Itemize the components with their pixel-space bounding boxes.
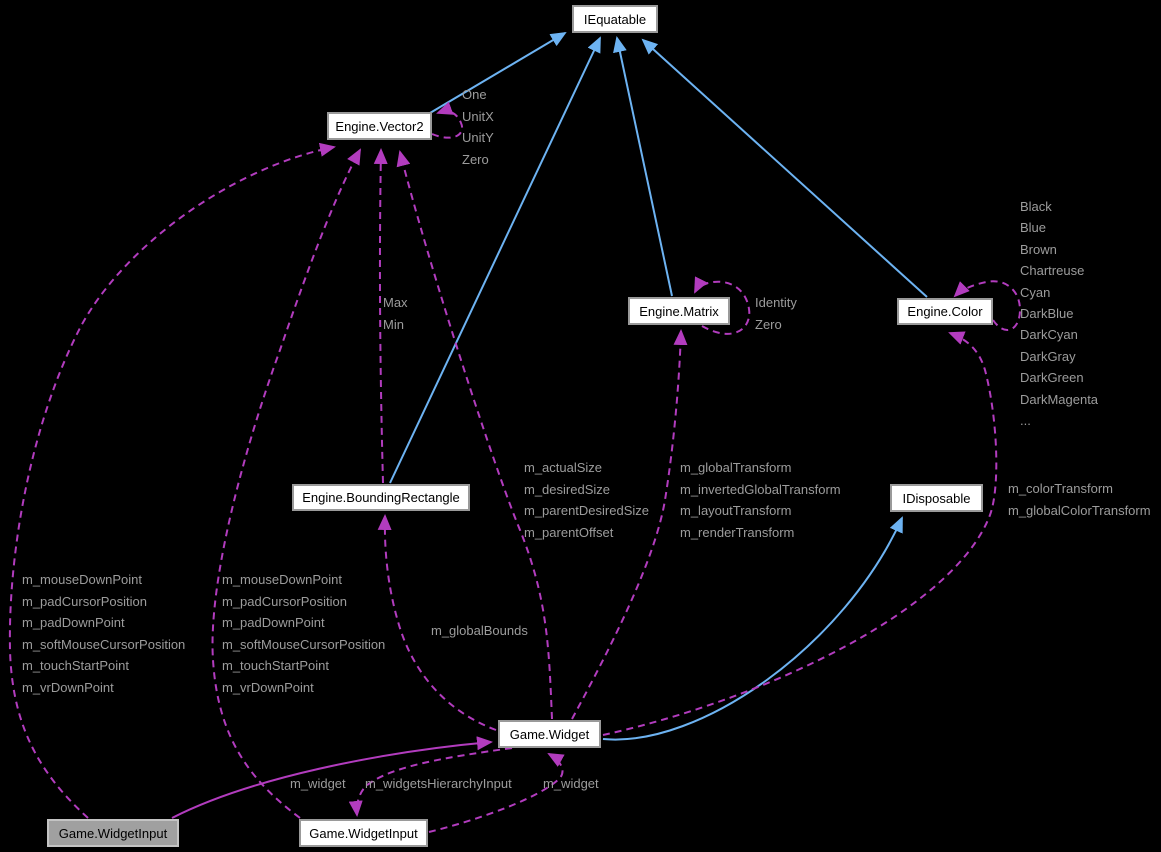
node-game-widget[interactable]: Game.Widget: [498, 720, 601, 748]
edge-label: Zero: [462, 151, 489, 167]
edge-label: m_padDownPoint: [222, 615, 325, 630]
edge-label-widget-member-right: m_widget: [543, 776, 599, 791]
node-game-widgetinput-current: Game.WidgetInput: [47, 819, 179, 847]
edge-label: m_layoutTransform: [680, 503, 792, 518]
edge-vector2-self-loop: [431, 101, 464, 139]
node-engine-vector2[interactable]: Engine.Vector2: [327, 112, 432, 140]
node-engine-matrix[interactable]: Engine.Matrix: [628, 297, 730, 325]
edge-label: m_globalColorTransform: [1008, 502, 1151, 518]
edge-label: m_touchStartPoint: [22, 658, 129, 673]
node-iequatable[interactable]: IEquatable: [572, 5, 658, 33]
edge-labels-widgetinput-points: m_mouseDownPoint m_padCursorPosition m_pad…: [222, 569, 385, 698]
edge-widget-to-boundingrectangle: [377, 514, 497, 731]
edge-label: m_mouseDownPoint: [222, 572, 342, 587]
edge-widgetinput-to-widget: [428, 753, 565, 833]
edge-label: ...: [1020, 412, 1031, 428]
edge-widget-to-widgetinput: [348, 747, 513, 817]
edge-labels-widget-transform-members: m_globalTransform m_invertedGlobalTransfo…: [680, 457, 841, 543]
edge-label: Blue: [1020, 220, 1047, 236]
edge-widget-to-color: [602, 331, 998, 736]
edge-matrix-to-iequatable: [613, 36, 673, 297]
edge-widget-to-matrix: [571, 329, 688, 720]
edge-label: m_vrDownPoint: [222, 679, 314, 695]
edge-label: Chartreuse: [1020, 263, 1085, 279]
edge-matrix-self-loop: [694, 276, 751, 335]
edge-labels-widget-color-members: m_colorTransform m_globalColorTransform: [1008, 478, 1151, 521]
edge-label: Black: [1020, 199, 1052, 214]
edge-label: Cyan: [1020, 284, 1051, 300]
edge-label: Identity: [755, 295, 797, 310]
edge-widgetinput-current-to-widget: [171, 736, 493, 819]
edge-label: m_globalTransform: [680, 460, 792, 475]
edge-label: m_parentDesiredSize: [524, 503, 650, 518]
edge-label: m_invertedGlobalTransform: [680, 481, 841, 497]
edge-label: Max: [383, 295, 408, 310]
edge-label: One: [462, 87, 487, 102]
edge-label: UnitY: [462, 130, 494, 145]
edge-label-widget-member-left: m_widget: [290, 776, 346, 791]
edge-label: m_touchStartPoint: [222, 658, 329, 673]
edge-label: Brown: [1020, 241, 1057, 257]
node-engine-color[interactable]: Engine.Color: [897, 298, 993, 325]
edge-label: Zero: [755, 316, 782, 332]
edge-color-to-iequatable: [641, 38, 928, 298]
edge-label: m_desiredSize: [524, 481, 610, 497]
edge-label: m_padDownPoint: [22, 615, 125, 630]
edge-labels-widget-size-members: m_actualSize m_desiredSize m_parentDesired…: [524, 457, 649, 543]
edge-widgetinput-current-to-vector2: [8, 142, 336, 819]
edge-label: DarkMagenta: [1020, 391, 1099, 407]
edge-vector2-to-iequatable: [429, 31, 567, 114]
node-game-widgetinput[interactable]: Game.WidgetInput: [299, 819, 428, 847]
edge-label: m_parentOffset: [524, 524, 614, 540]
edge-boundingrectangle-to-vector2: [373, 148, 388, 484]
edge-label: DarkBlue: [1020, 305, 1074, 321]
edge-label: m_vrDownPoint: [22, 679, 114, 695]
edge-label: m_renderTransform: [680, 524, 795, 540]
edge-label: m_softMouseCursorPosition: [22, 636, 186, 652]
edge-label: m_softMouseCursorPosition: [222, 636, 386, 652]
edge-label: m_padCursorPosition: [222, 593, 348, 609]
edge-label: m_mouseDownPoint: [22, 572, 142, 587]
edge-label: m_colorTransform: [1008, 481, 1113, 496]
edge-label-widgets-hierarchy-input: m_widgetsHierarchyInput: [365, 776, 512, 791]
edge-label: DarkGray: [1020, 348, 1076, 364]
edge-label: DarkCyan: [1020, 327, 1078, 343]
edge-boundingrectangle-to-iequatable: [389, 36, 601, 484]
edge-color-self-loop: [953, 280, 1022, 332]
edge-labels-widgetinput-current-points: m_mouseDownPoint m_padCursorPosition m_pad…: [22, 569, 185, 698]
edge-label: m_padCursorPosition: [22, 593, 148, 609]
edge-label: UnitX: [462, 108, 494, 124]
edge-widget-to-idisposable: [602, 516, 903, 741]
edge-label: DarkGreen: [1020, 370, 1084, 386]
edge-widget-to-vector2: [396, 150, 553, 720]
edge-label: m_actualSize: [524, 460, 603, 475]
edge-widgetinput-to-vector2: [211, 148, 361, 819]
edge-label-global-bounds: m_globalBounds: [431, 623, 528, 638]
node-idisposable[interactable]: IDisposable: [890, 484, 983, 512]
node-engine-boundingrectangle[interactable]: Engine.BoundingRectangle: [292, 484, 470, 511]
edge-label: Min: [383, 316, 404, 332]
